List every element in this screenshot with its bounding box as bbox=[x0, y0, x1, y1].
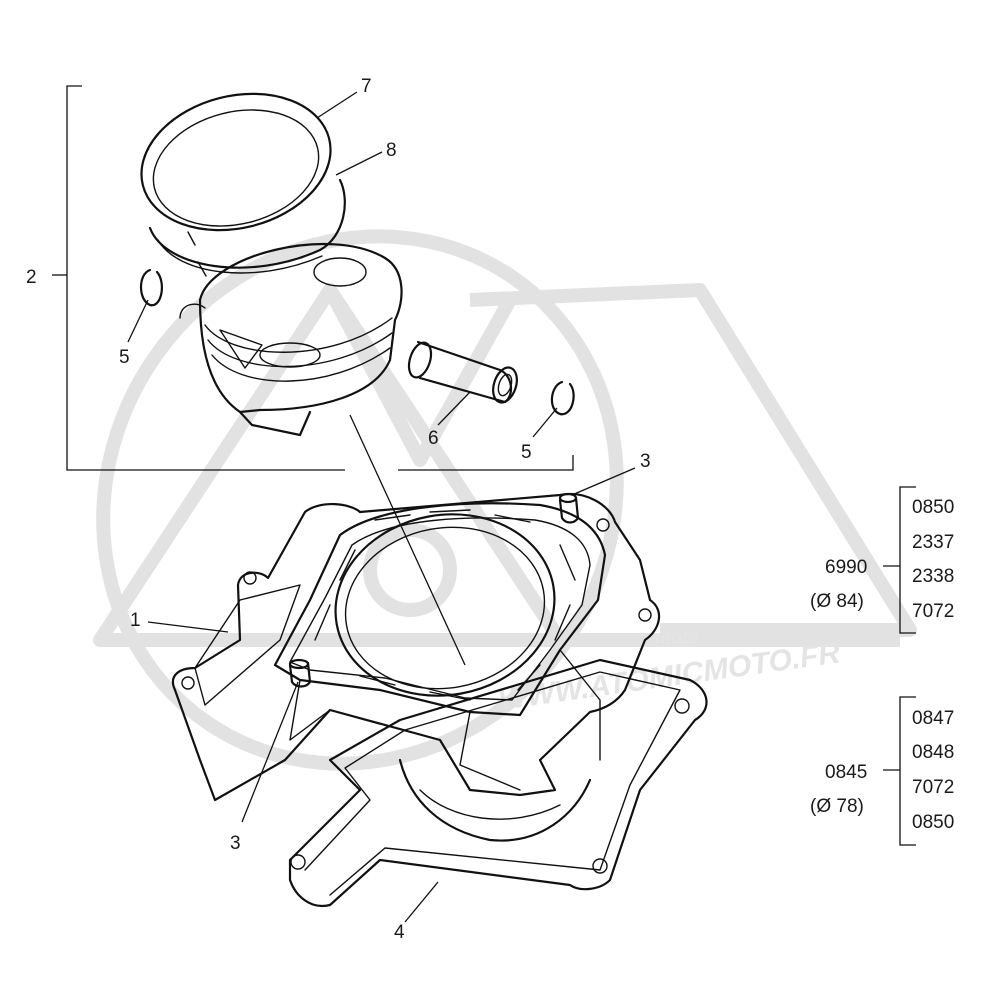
callout-3-bottom: 3 bbox=[230, 833, 241, 854]
piston bbox=[179, 242, 403, 437]
kit-84-item: 2337 bbox=[912, 532, 954, 553]
kit-84-item: 0850 bbox=[912, 497, 954, 518]
kit-78-item: 0847 bbox=[912, 708, 954, 729]
assembly-axis bbox=[349, 414, 466, 666]
piston-pin bbox=[407, 340, 518, 404]
kit-table-78: 0845 (Ø 78) 0847 0848 7072 0850 bbox=[810, 696, 954, 846]
kit-84-item: 7072 bbox=[912, 601, 954, 622]
dowel-pin-top bbox=[558, 492, 580, 524]
callout-5-right: 5 bbox=[521, 442, 532, 463]
kit-84-diameter: (Ø 84) bbox=[810, 591, 864, 612]
kit-78-item: 0848 bbox=[912, 742, 954, 763]
kit-84-code: 6990 bbox=[825, 557, 867, 578]
cylinder bbox=[171, 492, 661, 842]
kit-78-item: 7072 bbox=[912, 777, 954, 798]
piston-ring-7 bbox=[140, 92, 332, 232]
callout-5-left: 5 bbox=[119, 347, 130, 368]
callout-4: 4 bbox=[394, 922, 405, 943]
watermark-logo-text: moto bbox=[655, 627, 699, 647]
callout-3-top: 3 bbox=[640, 451, 651, 472]
circlip-left bbox=[139, 268, 164, 307]
circlip-right bbox=[550, 380, 575, 416]
base-gasket bbox=[288, 658, 708, 908]
watermark-logo bbox=[93, 229, 917, 771]
kit-78-code: 0845 bbox=[825, 762, 867, 783]
kit-table-84: 6990 (Ø 84) 0850 2337 2338 7072 bbox=[810, 486, 954, 634]
dowel-pin-left bbox=[288, 658, 312, 688]
kit-78-item: 0850 bbox=[912, 812, 954, 833]
callout-6: 6 bbox=[428, 428, 439, 449]
callout-8: 8 bbox=[386, 140, 397, 161]
callout-2: 2 bbox=[26, 267, 37, 288]
kit-84-item: 2338 bbox=[912, 566, 954, 587]
leader-lines bbox=[127, 91, 636, 923]
callout-7: 7 bbox=[361, 76, 372, 97]
callout-1: 1 bbox=[130, 610, 141, 631]
group-2-bracket bbox=[52, 85, 574, 471]
kit-78-diameter: (Ø 78) bbox=[810, 796, 864, 817]
